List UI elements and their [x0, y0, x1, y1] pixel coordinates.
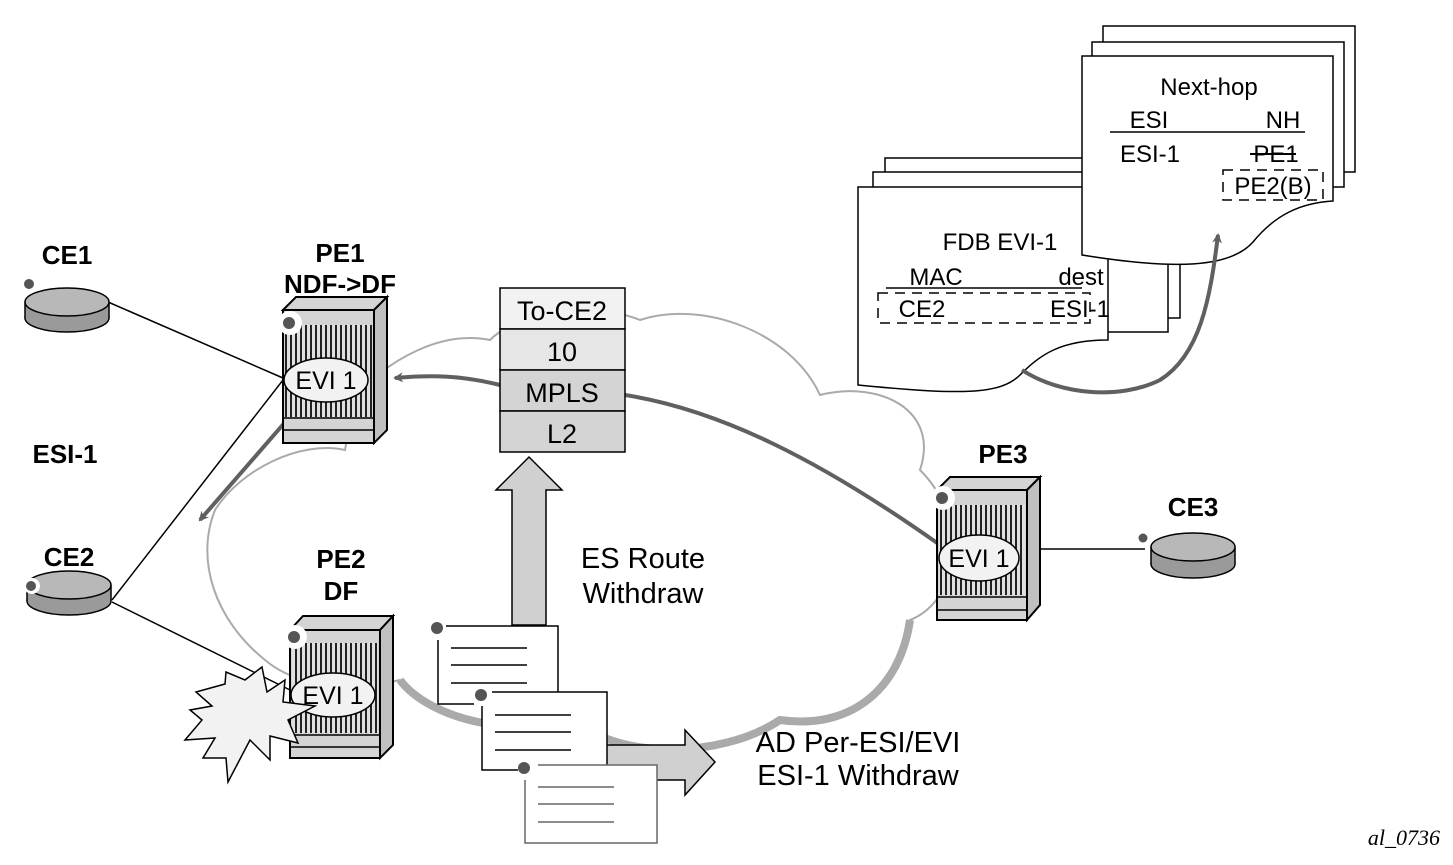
pe3-evi: EVI 1 — [948, 545, 1009, 573]
ce3-label: CE3 — [1168, 492, 1219, 522]
fdb-title: FDB EVI-1 — [943, 229, 1058, 256]
links — [107, 301, 1145, 691]
ce1-router[interactable]: CE1 — [22, 240, 110, 333]
fdb-col-mac: MAC — [909, 264, 962, 291]
figure-id: al_0736 — [1368, 825, 1440, 850]
fdb-col-dest: dest — [1058, 264, 1104, 291]
packet-label-2: MPLS — [525, 378, 599, 408]
pe1-evi: EVI 1 — [295, 367, 356, 395]
ad-route-label-line2: ESI-1 Withdraw — [757, 760, 959, 792]
nexthop-new-nh: PE2(B) — [1234, 173, 1311, 200]
pe3-chassis[interactable]: EVI 1 PE3 — [931, 439, 1043, 623]
lookup-arrow — [1020, 233, 1222, 395]
pe3-label: PE3 — [978, 439, 1027, 469]
pe1-role: NDF->DF — [284, 269, 396, 299]
nexthop-table: Next-hop ESI NH ESI-1 PE1 PE2(B) — [1081, 25, 1356, 266]
ad-route-label-line1: AD Per-ESI/EVI — [756, 727, 961, 759]
packet-label-3: L2 — [547, 419, 577, 449]
link-ce2-pe1 — [111, 379, 284, 601]
ce3-router[interactable]: CE3 — [1137, 492, 1236, 579]
link-ce1-pe1 — [107, 301, 284, 379]
pe2-role: DF — [324, 576, 359, 606]
ce1-label: CE1 — [42, 240, 93, 270]
pe1-chassis[interactable]: EVI 1 PE1 NDF->DF — [278, 238, 396, 446]
pe1-label: PE1 — [315, 238, 364, 268]
packet-label-1: 10 — [547, 337, 577, 367]
nexthop-col-esi: ESI — [1130, 107, 1169, 134]
pe2-label: PE2 — [316, 544, 365, 574]
ce2-label: CE2 — [44, 542, 95, 572]
packet-header-stack: To-CE2 10 MPLS L2 — [499, 287, 626, 453]
fdb-row-dest: ESI-1 — [1050, 296, 1110, 323]
route-message-2 — [474, 686, 608, 771]
nexthop-col-nh: NH — [1266, 107, 1301, 134]
nexthop-row-esi: ESI-1 — [1120, 141, 1180, 168]
failure-explosion-icon — [183, 665, 318, 785]
ce2-router[interactable]: CE2 — [24, 542, 112, 616]
route-message-1 — [430, 620, 559, 705]
nexthop-title: Next-hop — [1160, 74, 1257, 101]
esi-label: ESI-1 — [32, 439, 97, 469]
pe2-chassis[interactable]: EVI 1 PE2 DF — [283, 544, 396, 761]
es-route-label-line1: ES Route — [581, 543, 705, 575]
fdb-row-mac: CE2 — [899, 296, 946, 323]
packet-label-0: To-CE2 — [517, 296, 607, 326]
es-route-label-line2: Withdraw — [583, 578, 705, 610]
route-message-3 — [518, 760, 658, 844]
es-route-arrow — [494, 455, 564, 626]
